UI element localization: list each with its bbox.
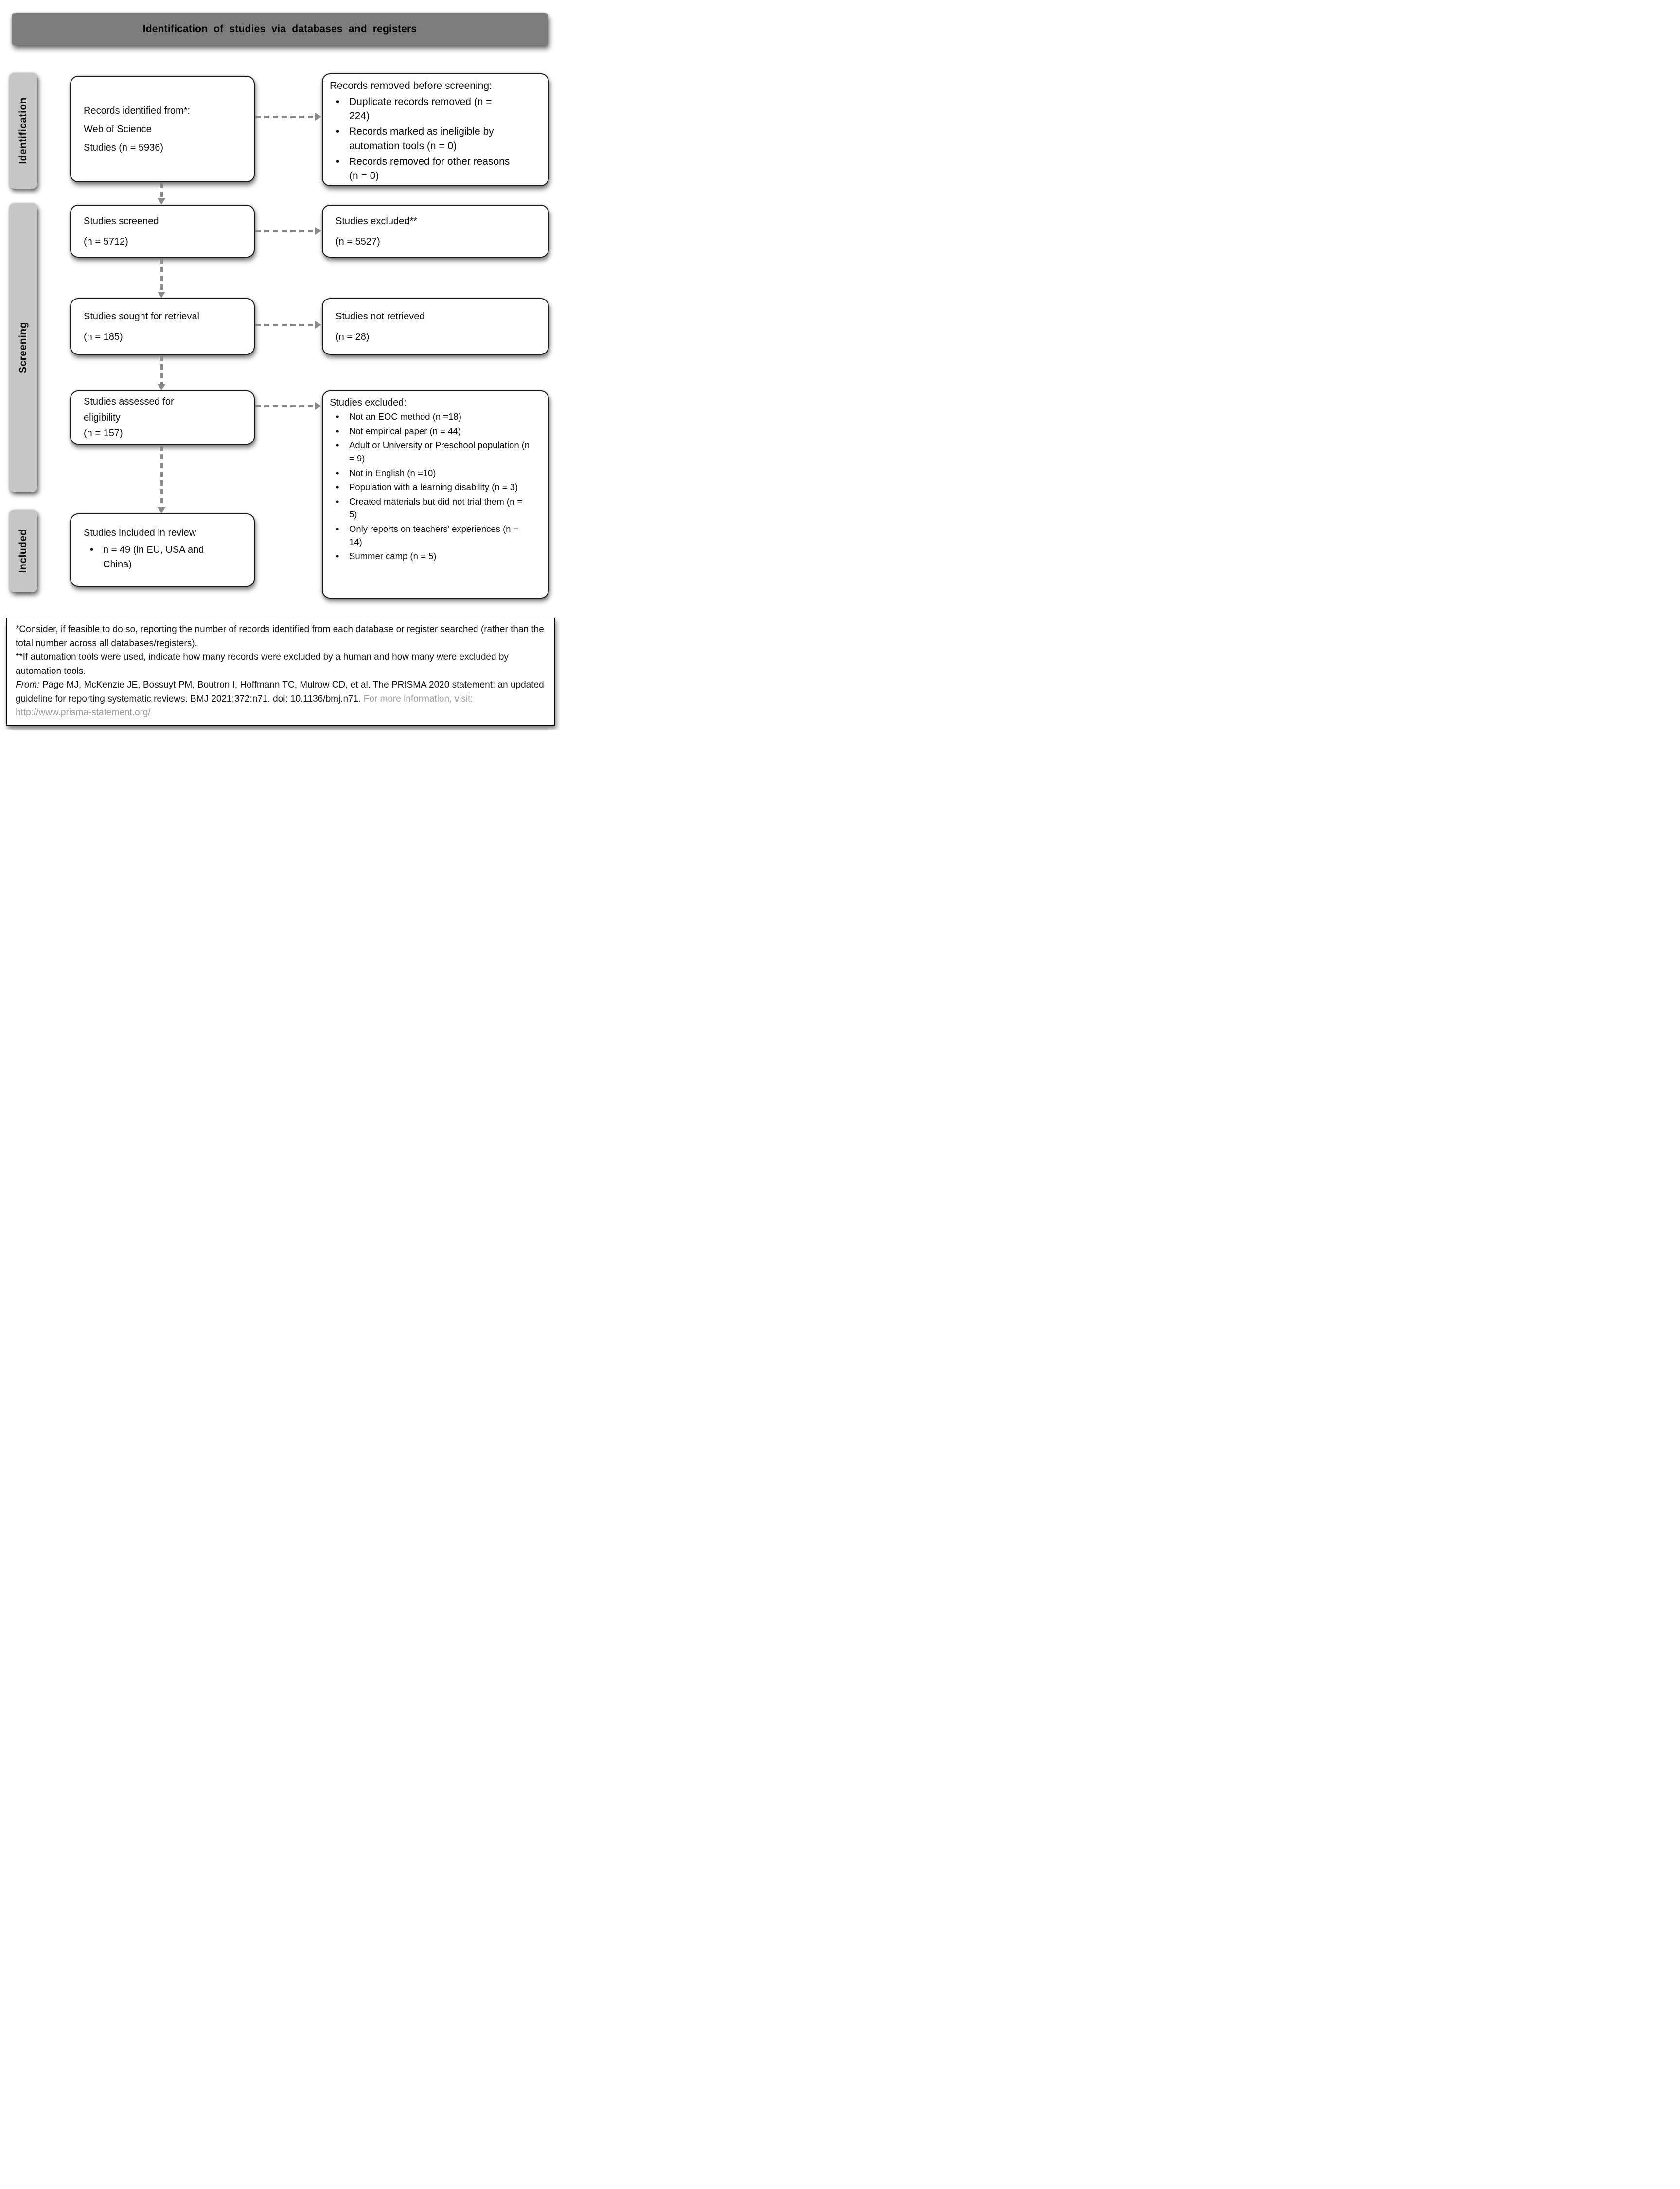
- arrow-right-screened-to-excluded: [255, 227, 321, 235]
- box-studies-included: Studies included in review n = 49 (in EU…: [70, 513, 255, 587]
- removed-bullet: Records marked as ineligible by automati…: [330, 124, 511, 153]
- excluded-bullet: Not in English (n =10): [330, 467, 531, 480]
- stage-tab-screening: Screening: [9, 203, 37, 492]
- citation-prefix: From:: [16, 680, 40, 690]
- arrow-right-sought-to-not-retrieved: [255, 321, 321, 329]
- box-text-line: Records identified from*:: [84, 105, 190, 116]
- arrow-right-identified-to-removed: [255, 113, 321, 121]
- excluded-bullet: Summer camp (n = 5): [330, 550, 531, 563]
- arrow-head-icon: [158, 384, 165, 390]
- box-records-identified: Records identified from*: Web of Science…: [70, 76, 255, 182]
- arrow-dash: [160, 445, 163, 508]
- arrow-head-icon: [315, 321, 321, 329]
- footnote-asterisk: *Consider, if feasible to do so, reporti…: [16, 624, 544, 649]
- footnote-double-asterisk: **If automation tools were used, indicat…: [16, 652, 509, 676]
- prisma-statement-link[interactable]: http://www.prisma-statement.org/: [16, 707, 151, 718]
- citation: From: Page MJ, McKenzie JE, Bossuyt PM, …: [16, 678, 545, 720]
- box-studies-excluded-eligibility: Studies excluded: Not an EOC method (n =…: [322, 390, 549, 599]
- box-records-removed: Records removed before screening: Duplic…: [322, 73, 549, 186]
- excluded-bullet: Population with a learning disability (n…: [330, 481, 531, 494]
- footnotes-panel: *Consider, if feasible to do so, reporti…: [6, 618, 555, 726]
- box-studies-not-retrieved: Studies not retrieved (n = 28): [322, 298, 549, 355]
- stage-label-identification: Identification: [18, 97, 29, 164]
- box-text-line: eligibility: [84, 412, 121, 423]
- arrow-down-identified-to-screened: [158, 183, 166, 205]
- box-text-line: Studies excluded**: [336, 215, 417, 227]
- box-text-line: Studies screened: [84, 215, 159, 227]
- box-text-line: Studies assessed for: [84, 396, 174, 407]
- box-studies-excluded-screening: Studies excluded** (n = 5527): [322, 205, 549, 258]
- arrow-down-sought-to-assessed: [158, 355, 166, 390]
- excluded-bullet: Only reports on teachers’ experiences (n…: [330, 523, 531, 548]
- box-text-line: Web of Science: [84, 124, 152, 135]
- box-studies-screened: Studies screened (n = 5712): [70, 205, 255, 258]
- box-text-line: (n = 5712): [84, 236, 128, 247]
- box-studies-assessed: Studies assessed for eligibility (n = 15…: [70, 390, 255, 445]
- arrow-head-icon: [158, 507, 165, 513]
- excluded-bullet: Created materials but did not trial them…: [330, 495, 531, 521]
- box-text-line: (n = 5527): [336, 236, 380, 247]
- arrow-head-icon: [315, 113, 321, 121]
- arrow-down-screened-to-sought: [158, 258, 166, 298]
- stage-tab-included: Included: [9, 510, 37, 592]
- arrow-head-icon: [158, 198, 165, 205]
- box-studies-sought: Studies sought for retrieval (n = 185): [70, 298, 255, 355]
- box-text-line: (n = 28): [336, 331, 370, 342]
- excluded-bullet: Adult or University or Preschool populat…: [330, 439, 531, 465]
- box-text-line: (n = 185): [84, 331, 123, 342]
- stage-label-included: Included: [18, 529, 29, 573]
- arrow-dash: [160, 258, 163, 292]
- citation-text: Page MJ, McKenzie JE, Bossuyt PM, Boutro…: [16, 680, 544, 704]
- arrow-dash: [255, 405, 315, 407]
- arrow-dash: [255, 116, 315, 118]
- box-title: Studies excluded:: [330, 397, 407, 408]
- excluded-bullet: Not empirical paper (n = 44): [330, 425, 531, 438]
- arrow-head-icon: [315, 402, 321, 410]
- diagram-title: Identification of studies via databases …: [142, 23, 417, 35]
- arrow-head-icon: [315, 227, 321, 235]
- box-text-line: Studies (n = 5936): [84, 142, 163, 153]
- box-title: Studies included in review: [84, 527, 196, 538]
- box-text-line: Studies sought for retrieval: [84, 311, 199, 322]
- arrow-head-icon: [158, 292, 165, 298]
- box-text-line: Studies not retrieved: [336, 311, 425, 322]
- box-title: Records removed before screening:: [330, 80, 492, 91]
- arrow-down-assessed-to-included: [158, 445, 166, 513]
- prisma-flow-diagram: Identification of studies via databases …: [0, 0, 560, 730]
- excluded-bullet: Not an EOC method (n =18): [330, 410, 531, 424]
- title-banner: Identification of studies via databases …: [12, 13, 548, 45]
- arrow-dash: [160, 355, 163, 385]
- more-info-text: For more information, visit:: [363, 693, 473, 704]
- included-bullet: n = 49 (in EU, USA and China): [84, 543, 220, 572]
- box-text-line: (n = 157): [84, 428, 123, 439]
- arrow-right-assessed-to-excluded: [255, 402, 321, 410]
- stage-tab-identification: Identification: [9, 73, 37, 189]
- removed-bullet: Records removed for other reasons (n = 0…: [330, 155, 511, 183]
- removed-bullet: Duplicate records removed (n = 224): [330, 95, 511, 124]
- arrow-dash: [160, 183, 163, 199]
- arrow-dash: [255, 230, 315, 232]
- arrow-dash: [255, 324, 315, 326]
- stage-label-screening: Screening: [18, 321, 29, 374]
